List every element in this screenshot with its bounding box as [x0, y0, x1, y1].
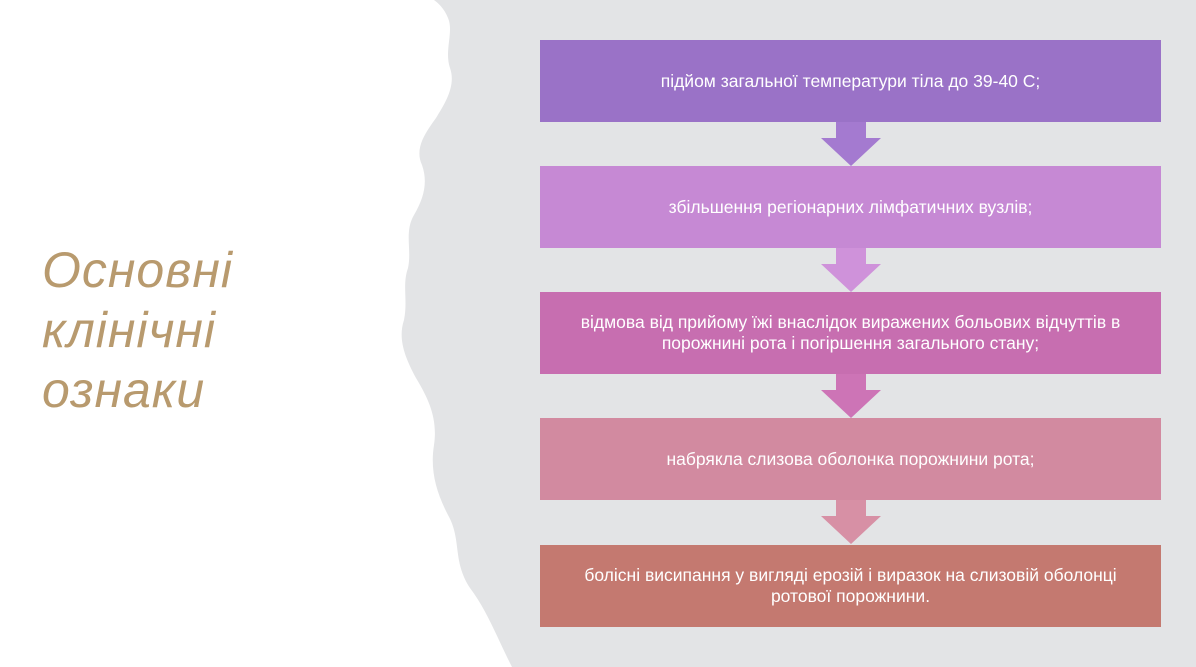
flow-arrow-2-shape: [821, 248, 881, 292]
flow-arrow-1-shape: [821, 122, 881, 166]
flow-step-3-text: відмова від прийому їжі внаслідок вираже…: [580, 312, 1121, 353]
title-line-3: ознаки: [42, 362, 206, 418]
title-line-1: Основні: [42, 242, 233, 298]
title-line-2: клінічні: [42, 302, 217, 358]
flow-arrow-3: [821, 374, 881, 418]
flow-step-5: болісні висипання у вигляді ерозій і вир…: [540, 545, 1161, 627]
flow-step-3: відмова від прийому їжі внаслідок вираже…: [540, 292, 1161, 374]
flow-step-4-text: набрякла слизова оболонка порожнини рота…: [666, 448, 1035, 469]
flow-arrow-3-shape: [821, 374, 881, 418]
flow-arrow-1: [821, 122, 881, 166]
flow-step-5-text: болісні висипання у вигляді ерозій і вир…: [584, 565, 1117, 606]
flow-step-2-text: збільшення регіонарних лімфатичних вузлі…: [668, 196, 1033, 217]
slide-title: Основні клінічні ознаки: [42, 240, 372, 420]
flow-arrow-4: [821, 500, 881, 544]
flow-step-1: підйом загальної температури тіла до 39-…: [540, 40, 1161, 122]
flow-arrow-4-shape: [821, 500, 881, 544]
flow-step-2: збільшення регіонарних лімфатичних вузлі…: [540, 166, 1161, 248]
flow-arrow-2: [821, 248, 881, 292]
flow-step-1-text: підйом загальної температури тіла до 39-…: [660, 70, 1041, 91]
flow-step-4: набрякла слизова оболонка порожнини рота…: [540, 418, 1161, 500]
